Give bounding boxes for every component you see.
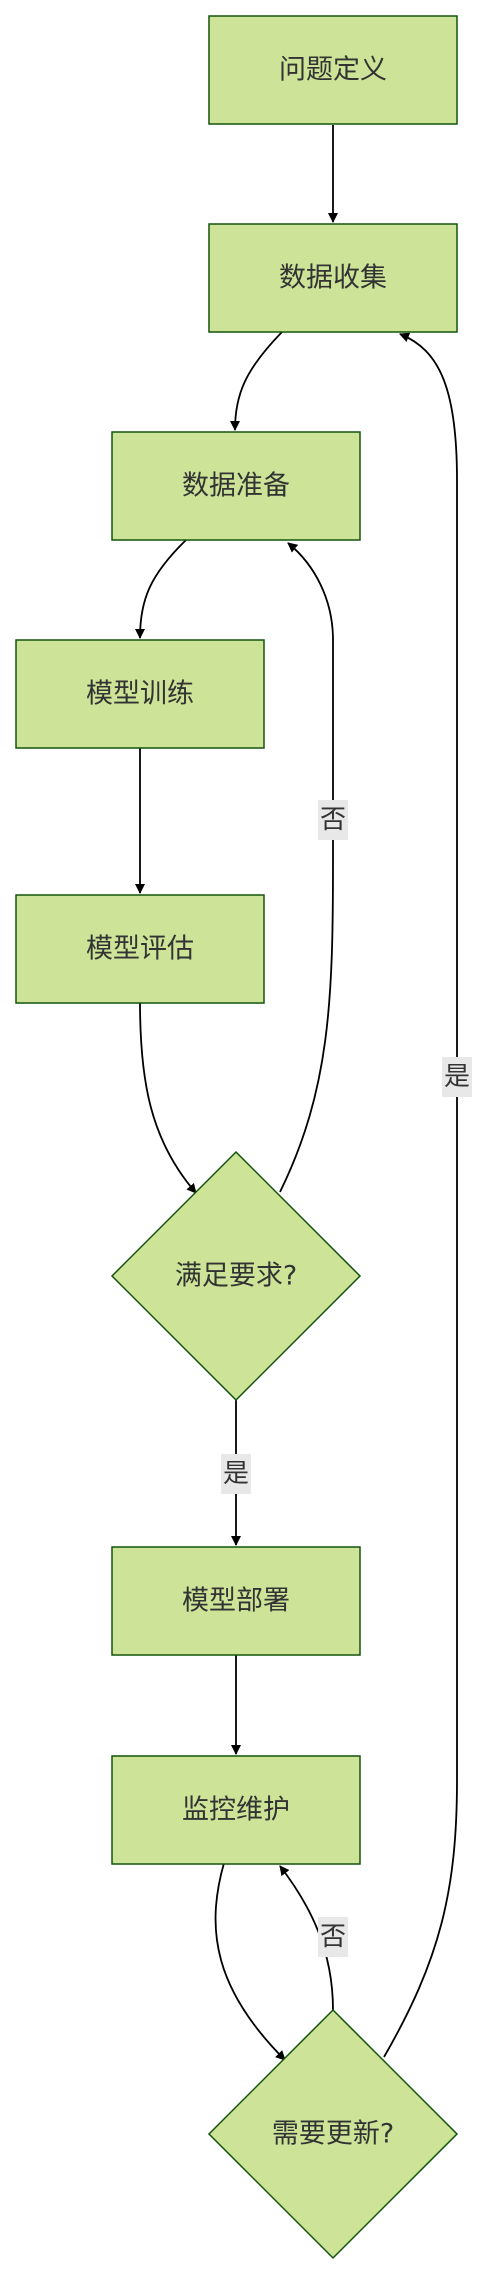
edge-label-requirements-yes: 是 xyxy=(221,1454,251,1494)
node-problem-definition-label: 问题定义 xyxy=(279,55,387,86)
node-model-deployment[interactable]: 模型部署 xyxy=(111,1546,361,1656)
edge-update-no-to-monitoring xyxy=(279,1865,334,2011)
edge-label-update-no: 否 xyxy=(318,1917,348,1957)
edge-label-requirements-yes-text: 是 xyxy=(223,1459,249,1489)
node-monitoring-maintenance-label: 监控维护 xyxy=(182,1795,290,1826)
edge-label-update-no-text: 否 xyxy=(320,1922,346,1952)
node-meets-requirements-label: 满足要求? xyxy=(175,1261,297,1292)
edge-label-update-yes-text: 是 xyxy=(444,1062,470,1092)
edge-label-requirements-no-text: 否 xyxy=(320,805,346,835)
edge-label-requirements-no: 否 xyxy=(318,800,348,840)
edge-evaluation-to-decision xyxy=(139,1001,197,1194)
node-data-preparation[interactable]: 数据准备 xyxy=(111,431,361,541)
node-model-training-label: 模型训练 xyxy=(86,679,194,710)
node-meets-requirements-decision[interactable]: 满足要求? xyxy=(110,1150,362,1402)
edge-decision-no-to-preparation xyxy=(279,542,334,1193)
edge-label-update-yes: 是 xyxy=(442,1057,472,1097)
node-needs-update-decision[interactable]: 需要更新? xyxy=(207,2008,459,2260)
node-data-preparation-label: 数据准备 xyxy=(182,471,290,502)
node-model-evaluation[interactable]: 模型评估 xyxy=(15,894,265,1004)
edge-preparation-to-training xyxy=(135,539,187,639)
edge-monitoring-to-update-decision xyxy=(214,1862,286,2061)
edge-collection-to-preparation xyxy=(230,331,283,431)
node-model-evaluation-label: 模型评估 xyxy=(86,934,194,965)
node-needs-update-label: 需要更新? xyxy=(272,2119,394,2150)
node-problem-definition[interactable]: 问题定义 xyxy=(208,15,458,125)
edges xyxy=(135,125,458,2061)
node-data-collection[interactable]: 数据收集 xyxy=(208,223,458,333)
edge-update-yes-to-collection xyxy=(383,332,458,2058)
node-monitoring-maintenance[interactable]: 监控维护 xyxy=(111,1755,361,1865)
node-model-training[interactable]: 模型训练 xyxy=(15,639,265,749)
edge-labels: 否 是 否 是 xyxy=(221,800,472,1957)
node-model-deployment-label: 模型部署 xyxy=(182,1586,290,1617)
nodes: 问题定义 数据收集 数据准备 模型训练 模型评估 满足要求? 模型部署 xyxy=(15,15,459,2260)
node-data-collection-label: 数据收集 xyxy=(279,263,387,294)
